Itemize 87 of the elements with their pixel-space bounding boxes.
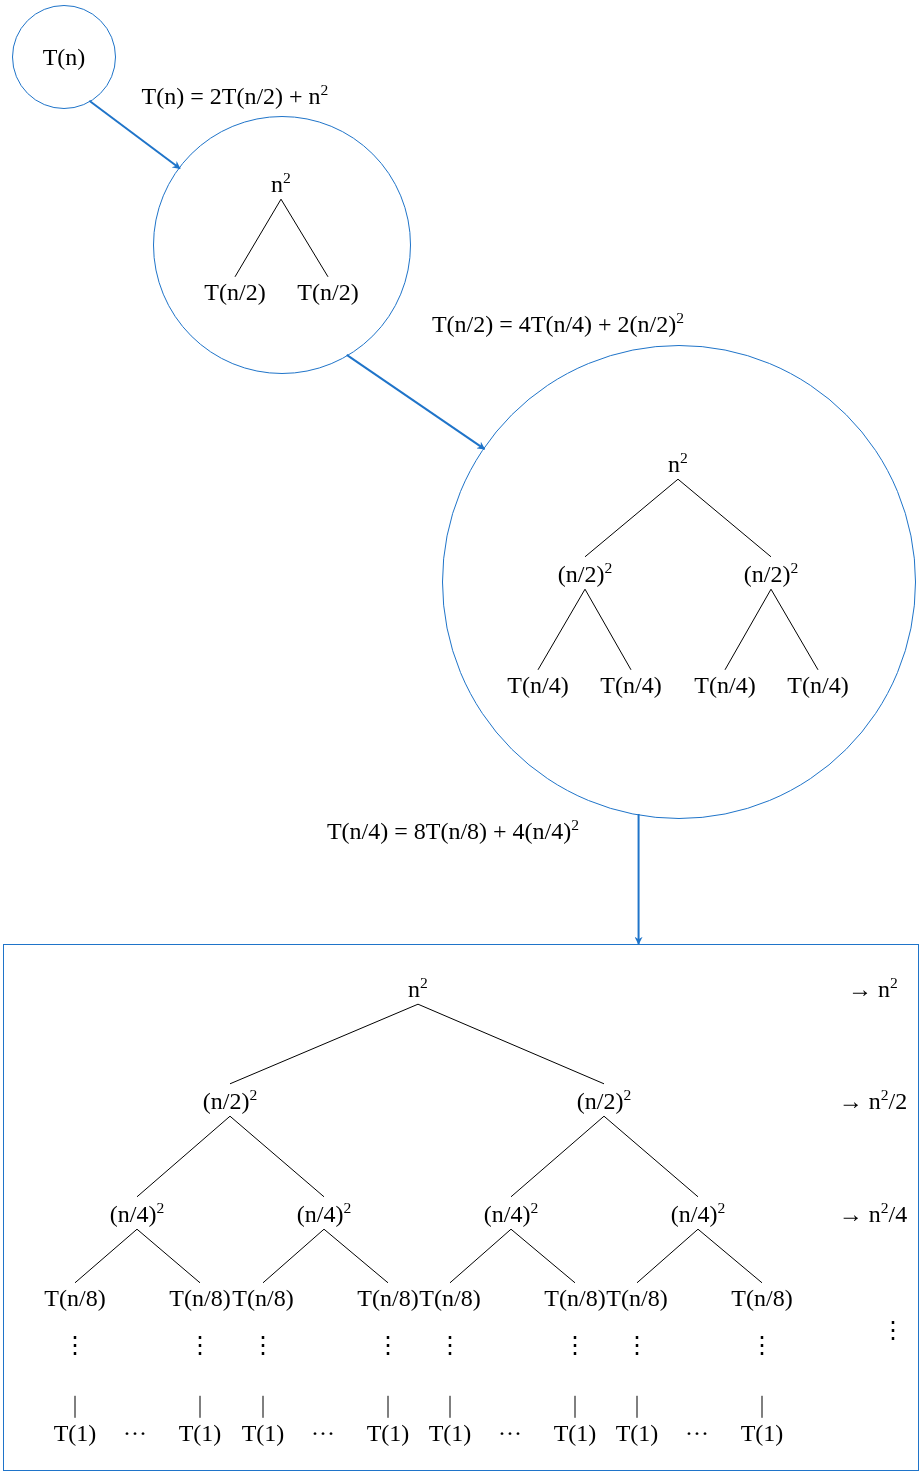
math-term: n$^{2}$	[271, 168, 291, 198]
ellipsis: ⋮	[63, 1331, 87, 1359]
math-term: T(n/4)	[600, 671, 662, 699]
tree-line	[262, 1395, 264, 1419]
ellipsis: ⋮	[881, 1316, 905, 1344]
math-term: (n/4)$^{2}$	[670, 1198, 726, 1228]
tree-line	[449, 1228, 512, 1284]
tree-line	[387, 1395, 389, 1419]
level-sum: → n$^{2}$	[848, 973, 898, 1003]
tree-line	[603, 1115, 699, 1198]
level-sum: → n$^{2}$/4	[838, 1198, 908, 1228]
tree-line	[510, 1115, 605, 1198]
tree-line	[234, 198, 282, 278]
math-term: (n/2)$^{2}$	[576, 1085, 632, 1115]
tree-line	[574, 1395, 576, 1419]
math-term: T(n/2)	[204, 278, 266, 306]
tree-line	[636, 1395, 638, 1419]
tree-line	[697, 1228, 763, 1284]
ellipsis: ⋮	[563, 1331, 587, 1359]
math-term: T(n/8)	[606, 1284, 668, 1312]
math-term: T(1)	[553, 1419, 597, 1447]
ellipsis: ⋮	[625, 1331, 649, 1359]
math-term: T(1)	[615, 1419, 659, 1447]
tree-line	[417, 1003, 605, 1085]
arrow	[88, 99, 181, 170]
tree-line	[584, 478, 679, 558]
ellipsis: ⋮	[750, 1331, 774, 1359]
tree-line	[199, 1395, 201, 1419]
tree-line	[74, 1395, 76, 1419]
level-sum: → n$^{2}$/2	[838, 1085, 908, 1115]
math-term: T(n/8)	[544, 1284, 606, 1312]
math-term: n$^{2}$	[668, 448, 688, 478]
tree-line	[136, 1115, 231, 1198]
math-term: (n/2)$^{2}$	[202, 1085, 258, 1115]
tree-line	[584, 588, 632, 671]
math-term: (n/2)$^{2}$	[557, 558, 613, 588]
tree-line	[280, 198, 329, 278]
arrow	[345, 353, 486, 451]
math-term: T(n/2)	[297, 278, 359, 306]
math-term: (n/4)$^{2}$	[483, 1198, 539, 1228]
math-term: T(n/8)	[357, 1284, 419, 1312]
math-term: T(n/8)	[44, 1284, 106, 1312]
tree-line	[677, 478, 772, 558]
math-term: T(1)	[428, 1419, 472, 1447]
ellipsis: ⋮	[438, 1331, 462, 1359]
tree-line	[510, 1228, 576, 1284]
tree-line	[636, 1228, 699, 1284]
math-term: T(n/8)	[232, 1284, 294, 1312]
math-term: T(1)	[740, 1419, 784, 1447]
tree-line	[323, 1228, 389, 1284]
math-term: T(n/8)	[169, 1284, 231, 1312]
math-term: T(n/4)	[694, 671, 756, 699]
math-term: (n/4)$^{2}$	[109, 1198, 165, 1228]
ellipsis: ⋮	[376, 1331, 400, 1359]
math-term: T(1)	[178, 1419, 222, 1447]
ellipsis: ···	[123, 1419, 147, 1447]
math-term: T(n/4)	[787, 671, 849, 699]
tree-line	[449, 1395, 451, 1419]
math-term: n$^{2}$	[408, 973, 428, 1003]
math-term: T(1)	[53, 1419, 97, 1447]
ellipsis: ···	[311, 1419, 335, 1447]
edge-label: T(n/2) = 4T(n/4) + 2(n/2)$^{2}$	[431, 308, 685, 338]
tree-line	[262, 1228, 325, 1284]
math-term: (n/4)$^{2}$	[296, 1198, 352, 1228]
tree-line	[770, 588, 819, 671]
edge-label: T(n) = 2T(n/2) + n$^{2}$	[141, 80, 329, 110]
ellipsis: ···	[685, 1419, 709, 1447]
tree-line	[761, 1395, 763, 1419]
math-term: T(n/8)	[419, 1284, 481, 1312]
ellipsis: ⋮	[251, 1331, 275, 1359]
math-term: T(1)	[366, 1419, 410, 1447]
edge-label: T(n/4) = 8T(n/8) + 4(n/4)$^{2}$	[326, 815, 580, 845]
frame-box	[3, 944, 919, 1471]
math-term: T(n)	[42, 43, 86, 71]
ellipsis: ···	[498, 1419, 522, 1447]
tree-line	[537, 588, 586, 671]
tree-line	[724, 588, 772, 671]
math-term: T(n/4)	[507, 671, 569, 699]
math-term: T(1)	[241, 1419, 285, 1447]
math-term: (n/2)$^{2}$	[743, 558, 799, 588]
tree-line	[136, 1228, 201, 1284]
ellipsis: ⋮	[188, 1331, 212, 1359]
math-term: T(n/8)	[731, 1284, 793, 1312]
tree-line	[229, 1003, 419, 1085]
arrow	[634, 813, 643, 945]
tree-line	[74, 1228, 138, 1284]
tree-line	[229, 1115, 325, 1198]
